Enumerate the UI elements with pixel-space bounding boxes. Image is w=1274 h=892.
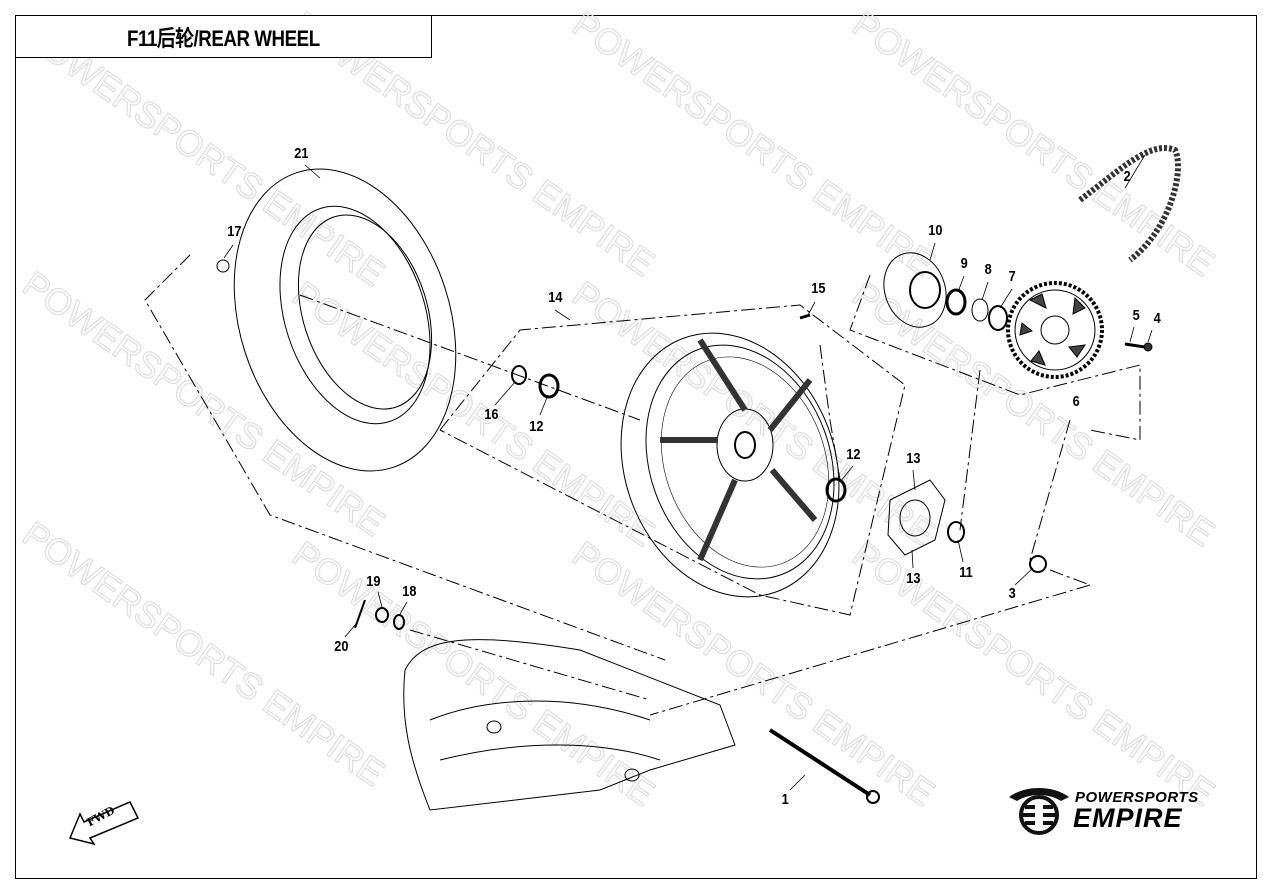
callout-11: 11 bbox=[959, 564, 973, 581]
callout-7: 7 bbox=[1008, 268, 1016, 285]
callout-17: 17 bbox=[227, 223, 242, 240]
bearings-spacers bbox=[354, 313, 1047, 630]
leader-lines bbox=[223, 154, 1153, 791]
callout-2: 2 bbox=[1123, 168, 1131, 185]
watermark: POWERSPORTS EMPIRE POWERSPORTS EMPIRE PO… bbox=[15, 2, 1223, 814]
diagram-frame bbox=[15, 15, 1257, 879]
callout-13: 13 bbox=[906, 450, 921, 467]
callout-18: 18 bbox=[402, 583, 417, 600]
rear-tire bbox=[233, 168, 457, 472]
callout-13: 13 bbox=[906, 570, 921, 587]
wheel-damper bbox=[887, 479, 946, 556]
rear-wheel-rim bbox=[620, 332, 840, 598]
callout-6: 6 bbox=[1072, 393, 1080, 410]
callout-21: 21 bbox=[294, 145, 309, 162]
callout-5: 5 bbox=[1132, 307, 1140, 324]
callout-12: 12 bbox=[529, 418, 544, 435]
callout-19: 19 bbox=[366, 573, 381, 590]
callout-16: 16 bbox=[484, 406, 499, 423]
assembly-lines bbox=[144, 254, 1141, 716]
callout-8: 8 bbox=[984, 261, 992, 278]
rear-axle bbox=[768, 728, 872, 797]
forward-arrow: FWD bbox=[68, 800, 143, 846]
callout-3: 3 bbox=[1008, 585, 1016, 602]
callout-20: 20 bbox=[334, 638, 349, 655]
callout-10: 10 bbox=[928, 222, 943, 239]
callout-1: 1 bbox=[781, 791, 789, 808]
powersports-empire-logo: POWERSPORTS EMPIRE bbox=[1005, 783, 1235, 838]
fwd-arrow-icon bbox=[68, 801, 140, 846]
page-title: F11后轮/REAR WHEEL bbox=[127, 25, 320, 51]
valve-cap bbox=[216, 259, 230, 273]
title-box: F11后轮/REAR WHEEL bbox=[15, 15, 432, 58]
logo-line1: POWERSPORTS bbox=[1075, 789, 1199, 806]
callout-14: 14 bbox=[548, 289, 563, 306]
logo-line2: EMPIRE bbox=[1073, 803, 1183, 833]
drive-chain bbox=[1078, 145, 1181, 263]
callout-15: 15 bbox=[811, 280, 826, 297]
sprocket-bolt bbox=[1124, 342, 1146, 349]
swingarm bbox=[403, 639, 736, 811]
callout-12: 12 bbox=[846, 446, 861, 463]
empire-wings-icon bbox=[1009, 788, 1069, 835]
callout-4: 4 bbox=[1153, 310, 1161, 327]
sprocket-carrier bbox=[883, 252, 1008, 331]
callout-9: 9 bbox=[960, 255, 968, 272]
rear-sprocket bbox=[1006, 281, 1104, 379]
sprocket-nut bbox=[1143, 342, 1153, 352]
